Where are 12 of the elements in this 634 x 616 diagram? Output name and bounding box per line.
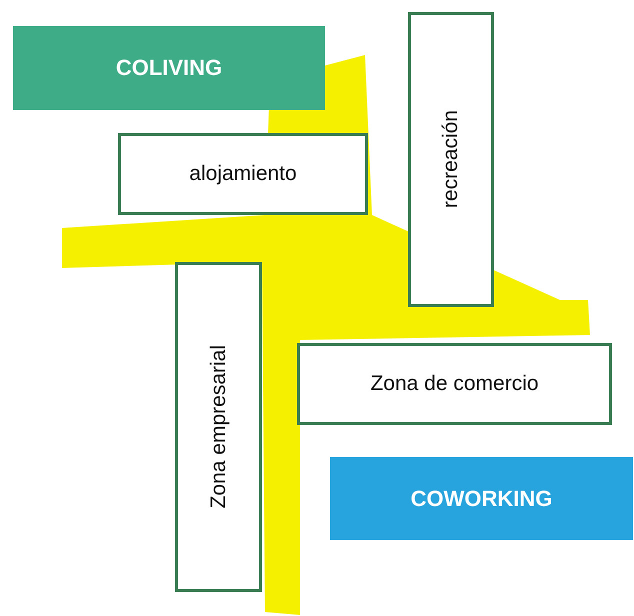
title-box [13,26,325,110]
box-label: Zona de comercio [370,372,539,396]
label-box [297,343,612,425]
label-box [175,262,262,592]
box-title: COLIVING [116,55,222,81]
label-box [118,133,368,215]
box-title: COWORKING [410,486,552,512]
title-box [330,457,633,540]
box-label: recreación [439,110,463,209]
box-label: alojamiento [189,162,297,186]
box-label: Zona empresarial [206,345,230,509]
label-box [408,12,494,307]
